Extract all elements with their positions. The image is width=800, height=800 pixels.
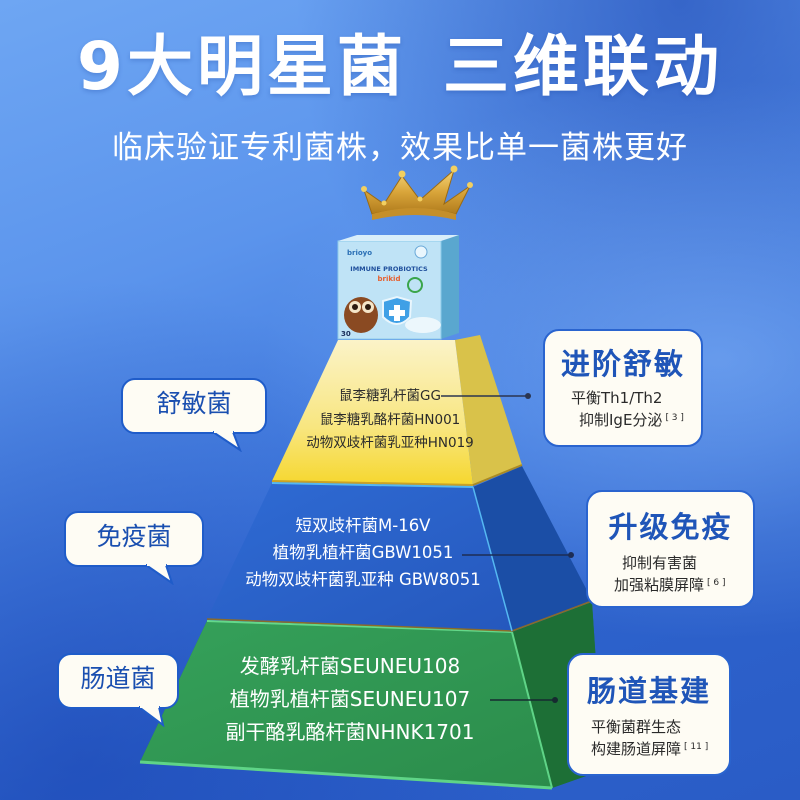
page-title: 9大明星菌三维联动 [0,28,800,106]
bubble-label: 肠道菌 [80,664,156,693]
bubble-tail [139,705,165,727]
card-title: 肠道基建 [586,674,711,708]
bubble-label: 舒敏菌 [156,389,232,418]
product-box: brioyo IMMUNE PROBIOTICS brikid 30 [333,215,463,340]
title-part-2: 三维联动 [442,28,723,105]
card-gut-foundation: 肠道基建 平衡菌群生态 构建肠道屏障[ 11 ] [567,653,731,776]
tier-bottom-strains: 发酵乳杆菌SEUNEU108 植物乳植杆菌SEUNEU107 副干酪乳酪杆菌NH… [200,656,500,755]
card-line: 加强粘膜屏障[ 6 ] [614,576,726,594]
card-title: 进阶舒敏 [560,347,685,381]
reference-mark: [ 6 ] [707,578,726,588]
bubble-anti-allergy: 舒敏菌 [121,378,267,452]
strain-item: 发酵乳杆菌SEUNEU108 [239,654,461,678]
reference-mark: [ 11 ] [684,742,709,752]
bubble-gut: 肠道菌 [57,653,179,727]
strain-item: 植物乳植杆菌SEUNEU107 [229,687,471,711]
card-title: 升级免疫 [608,510,733,544]
pyramid-tier-top [271,335,523,486]
pyramid-tier-middle [206,466,593,632]
strain-item: 动物双歧杆菌乳亚种HN019 [306,435,474,451]
card-upgraded-immunity: 升级免疫 抑制有害菌 加强粘膜屏障[ 6 ] [586,490,755,608]
strain-item: 鼠李糖乳杆菌GG [339,388,441,404]
card-line: 抑制有害菌 [622,554,698,572]
crown-icon [361,165,473,220]
svg-text:brikid: brikid [378,275,401,283]
bubble-label: 免疫菌 [96,522,172,551]
strain-item: 鼠李糖乳酪杆菌HN001 [319,411,461,428]
svg-text:brioyo: brioyo [347,249,372,257]
card-line: 抑制IgE分泌[ 3 ] [579,411,684,429]
tier-top-strains: 鼠李糖乳杆菌GG 鼠李糖乳酪杆菌HN001 动物双歧杆菌乳亚种HN019 [290,388,490,461]
strain-item: 短双歧杆菌M-16V [295,516,431,535]
strain-item: 动物双歧杆菌乳亚种 GBW8051 [245,570,481,589]
tier-middle-strains: 短双歧杆菌M-16V 植物乳植杆菌GBW1051 动物双歧杆菌乳亚种 GBW80… [228,516,498,599]
strain-item: 植物乳植杆菌GBW1051 [272,543,454,562]
card-line: 平衡菌群生态 [591,718,682,736]
svg-text:IMMUNE PROBIOTICS: IMMUNE PROBIOTICS [350,265,428,273]
svg-text:30: 30 [341,330,351,338]
card-line: 构建肠道屏障[ 11 ] [591,740,709,758]
card-advanced-anti-allergy: 进阶舒敏 平衡Th1/Th2 抑制IgE分泌[ 3 ] [543,329,703,447]
subtitle: 临床验证专利菌株，效果比单一菌株更好 [112,130,688,166]
bubble-tail [213,430,242,452]
bubble-immune: 免疫菌 [64,511,204,585]
strain-item: 副干酪乳酪杆菌NHNK1701 [225,720,475,744]
bubble-tail [146,563,174,585]
reference-mark: [ 3 ] [665,413,684,423]
pyramid-tier-bottom [139,602,603,790]
card-line: 平衡Th1/Th2 [571,389,663,407]
connector-lines [441,393,574,703]
title-part-1: 9大明星菌 [77,28,407,105]
